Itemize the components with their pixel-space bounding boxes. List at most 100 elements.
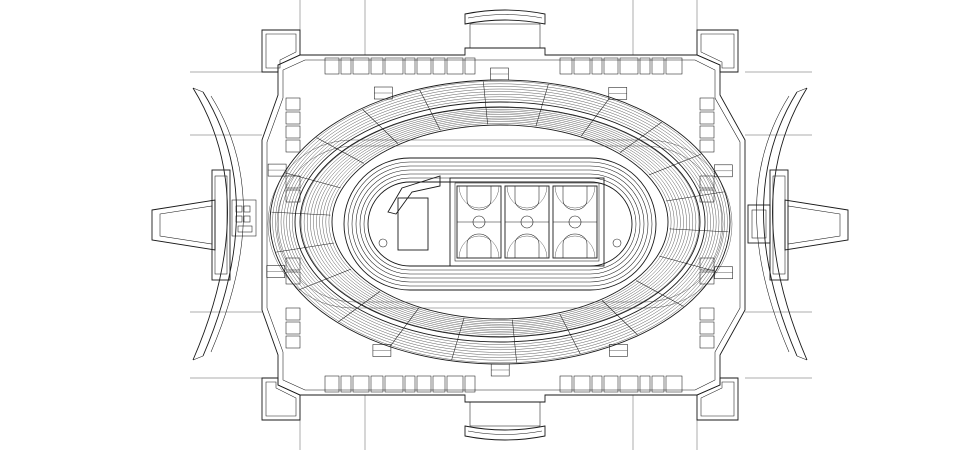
key-top	[562, 186, 588, 211]
seating-row	[316, 116, 684, 328]
room	[432, 375, 446, 393]
seating-row	[325, 121, 675, 323]
three-point-top	[506, 185, 548, 209]
center-circle	[568, 215, 582, 229]
building-perimeter	[261, 47, 746, 403]
room	[370, 375, 384, 393]
room	[699, 321, 715, 335]
stair-core	[714, 266, 733, 280]
aisle-line	[390, 307, 419, 347]
aisle-line	[666, 191, 724, 202]
aisle-line	[659, 255, 715, 272]
aisle-line	[271, 211, 331, 216]
room	[384, 57, 404, 75]
aisle-line	[559, 313, 581, 355]
aisle-line	[648, 153, 701, 176]
seating-row	[307, 110, 694, 334]
room	[573, 375, 591, 393]
room	[619, 375, 639, 393]
room	[464, 57, 476, 75]
seating-row-upper	[280, 88, 720, 356]
room	[324, 375, 340, 393]
room	[665, 57, 683, 75]
seating-row	[313, 114, 687, 330]
seating-row	[319, 117, 681, 327]
room	[699, 335, 715, 349]
axis-grid	[190, 0, 812, 450]
vomitory-stair-cores	[266, 67, 733, 377]
small-markers	[378, 238, 622, 248]
basketball-courts	[449, 177, 605, 267]
seating-row	[303, 109, 697, 335]
aisle-line	[483, 81, 488, 125]
basketball-court	[504, 185, 550, 259]
aisle-line	[636, 280, 684, 307]
seating-row-upper	[292, 99, 709, 345]
seating-row-upper	[289, 96, 711, 348]
three-point-bottom	[554, 235, 596, 259]
stair-core	[714, 164, 733, 178]
seating-row	[328, 123, 672, 321]
room	[285, 97, 301, 111]
seating-row-upper	[283, 91, 717, 353]
room	[559, 375, 573, 393]
perimeter-rooms	[285, 57, 715, 393]
aisle-line	[451, 317, 465, 360]
room	[416, 57, 432, 75]
stair-core	[608, 87, 628, 100]
center-circle	[520, 215, 534, 229]
aisle-line	[512, 319, 517, 363]
key-bottom	[562, 233, 588, 258]
bowl-inner-edge	[299, 106, 701, 338]
room	[285, 321, 301, 335]
room	[285, 111, 301, 125]
center-circle	[472, 215, 486, 229]
room	[370, 57, 384, 75]
stair-core	[266, 265, 286, 278]
aisle-line	[285, 172, 341, 189]
three-point-bottom	[458, 235, 500, 259]
aisle-line	[362, 109, 399, 144]
stair-core	[267, 163, 287, 177]
entrance-canopies	[464, 9, 546, 441]
room	[619, 57, 639, 75]
seating-row	[300, 107, 700, 337]
room	[639, 57, 651, 75]
key-bottom	[514, 233, 540, 258]
stair-core	[374, 86, 393, 100]
room	[603, 57, 619, 75]
three-point-top	[458, 185, 500, 209]
key-top	[466, 186, 492, 211]
room	[340, 57, 352, 75]
aisle-line	[581, 97, 610, 137]
side-ramps	[151, 169, 849, 281]
room	[591, 375, 603, 393]
room	[446, 375, 464, 393]
room	[603, 375, 619, 393]
room	[352, 57, 370, 75]
room	[699, 125, 715, 139]
room	[432, 57, 446, 75]
room	[699, 97, 715, 111]
seating-row	[322, 119, 678, 325]
room	[446, 57, 464, 75]
room	[285, 139, 301, 153]
stair-core	[372, 344, 392, 357]
room	[699, 139, 715, 153]
room	[699, 175, 715, 189]
stair-core	[490, 67, 509, 81]
aisle-line	[669, 228, 729, 233]
room	[651, 57, 665, 75]
aisle-line	[338, 291, 381, 323]
room	[699, 307, 715, 321]
room	[404, 375, 416, 393]
room	[416, 375, 432, 393]
corner-stair-towers	[261, 29, 739, 421]
aisle-line	[601, 300, 638, 335]
room	[285, 307, 301, 321]
key-bottom	[466, 233, 492, 258]
west-service-block	[231, 199, 257, 237]
room	[285, 335, 301, 349]
room	[404, 57, 416, 75]
